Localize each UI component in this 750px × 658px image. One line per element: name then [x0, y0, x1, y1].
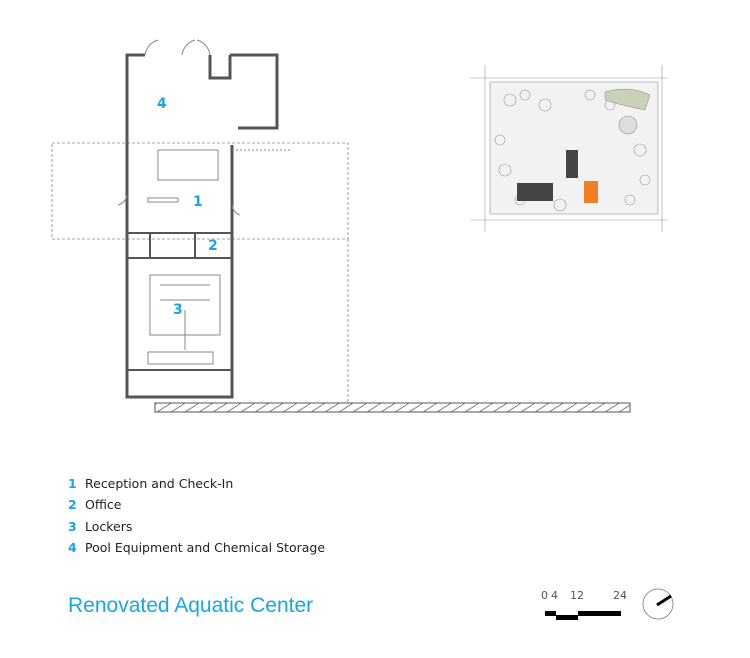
canopy-outline: [51, 142, 349, 240]
scale-label-12: 12: [570, 589, 584, 602]
pool-edge-strip: [154, 402, 631, 413]
room-label-4: 4: [157, 96, 167, 112]
site-highlight-aquatic-center: [584, 181, 598, 203]
legend-item: 4 Pool Equipment and Chemical Storage: [68, 540, 325, 561]
legend-item: 2 Office: [68, 497, 325, 518]
legend-number: 1: [68, 476, 77, 491]
pool-equipment-room: [125, 53, 279, 145]
north-arrow-icon: [642, 588, 674, 620]
room-label-2: 2: [208, 238, 218, 254]
drawing-title: Renovated Aquatic Center: [68, 594, 314, 617]
room-label-1: 1: [193, 194, 203, 210]
building-walls: [125, 145, 234, 399]
legend-label: Reception and Check-In: [85, 476, 234, 491]
scale-label-0: 0: [541, 589, 548, 602]
room-legend: 1 Reception and Check-In 2 Office 3 Lockers…: [68, 476, 325, 561]
room-label-3: 3: [173, 302, 183, 318]
legend-number: 2: [68, 497, 77, 513]
legend-label: Lockers: [85, 518, 133, 534]
scale-bar: [545, 611, 621, 620]
interior-fixtures: [117, 39, 290, 365]
scale-label-24: 24: [613, 589, 627, 602]
legend-number: 3: [68, 518, 77, 534]
site-plan: [470, 65, 668, 232]
legend-item: 3 Lockers: [68, 519, 325, 540]
legend-item: 1 Reception and Check-In: [68, 476, 325, 497]
scale-label-4: 4: [551, 589, 558, 602]
legend-number: 4: [68, 539, 77, 555]
legend-label: Office: [85, 497, 122, 513]
legend-label: Pool Equipment and Chemical Storage: [85, 539, 326, 555]
